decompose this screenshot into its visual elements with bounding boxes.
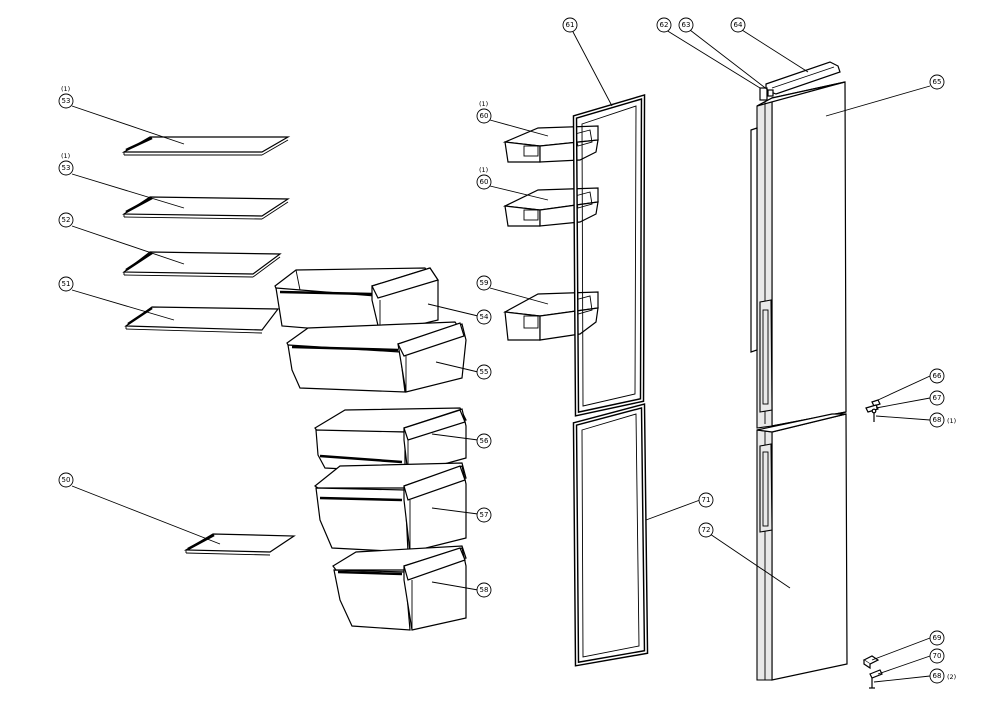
callout-60-upper: 60: [476, 108, 492, 124]
svg-text:52: 52: [62, 216, 71, 224]
callout-64: 64: [730, 17, 746, 33]
hinge-part-63: [767, 89, 774, 97]
svg-text:57: 57: [480, 511, 489, 519]
callout-51: 51: [58, 276, 74, 292]
svg-text:58: 58: [480, 586, 489, 594]
callout-60-lower: 60: [476, 174, 492, 190]
svg-text:71: 71: [702, 496, 711, 504]
note-68-upper: (1): [947, 417, 956, 425]
hinge-part-67: [865, 404, 879, 413]
callout-58: 58: [476, 582, 492, 598]
svg-text:60: 60: [480, 178, 489, 186]
svg-text:69: 69: [933, 634, 942, 642]
svg-text:55: 55: [480, 368, 489, 376]
svg-text:50: 50: [62, 476, 71, 484]
note-60-lower: (1): [479, 166, 488, 174]
glass-shelf-53-second: [122, 196, 290, 220]
drawer-57: [313, 462, 467, 553]
drawer-55: [286, 321, 467, 393]
hinge-part-70: [869, 669, 883, 679]
freezer-door-65: [750, 81, 847, 429]
leader-lines: [71, 29, 931, 683]
callout-69: 69: [929, 630, 945, 646]
drawer-58: [332, 545, 467, 631]
svg-text:54: 54: [480, 313, 489, 321]
drawer-54: [274, 267, 439, 335]
svg-text:64: 64: [734, 21, 743, 29]
callout-59: 59: [476, 275, 492, 291]
svg-text:51: 51: [62, 280, 71, 288]
hinge-pin-68-lower: [869, 678, 875, 689]
note-53-second: (1): [61, 152, 70, 160]
note-53-top: (1): [61, 85, 70, 93]
callout-50: 50: [58, 472, 74, 488]
callout-70: 70: [929, 648, 945, 664]
callout-53-second: 53: [58, 160, 74, 176]
svg-text:68: 68: [933, 672, 942, 680]
callout-61: 61: [562, 17, 578, 33]
hinge-pin-68-upper: [871, 408, 877, 422]
svg-text:65: 65: [933, 78, 942, 86]
fridge-door-72: [756, 413, 848, 681]
note-60-upper: (1): [479, 100, 488, 108]
callout-57: 57: [476, 507, 492, 523]
svg-text:60: 60: [480, 112, 489, 120]
door-bin-59: [503, 291, 599, 341]
svg-text:70: 70: [933, 652, 942, 660]
svg-text:53: 53: [62, 164, 71, 172]
glass-shelf-53-top: [121, 136, 291, 156]
door-gasket-61-upper: [572, 93, 646, 417]
callout-62: 62: [656, 17, 672, 33]
callout-68-upper: 68: [929, 412, 945, 428]
glass-shelf-50: [183, 533, 296, 556]
door-gasket-71-lower: [572, 403, 649, 667]
svg-text:68: 68: [933, 416, 942, 424]
svg-text:66: 66: [933, 372, 942, 380]
callout-71: 71: [698, 492, 714, 508]
note-68-lower: (2): [947, 673, 956, 681]
svg-text:61: 61: [566, 21, 575, 29]
svg-text:62: 62: [660, 21, 669, 29]
callout-53-top: 53: [58, 93, 74, 109]
drawer-56: [314, 407, 467, 475]
callout-52: 52: [58, 212, 74, 228]
svg-text:53: 53: [62, 97, 71, 105]
callout-63: 63: [678, 17, 694, 33]
hinge-part-62: [759, 87, 768, 101]
callout-65: 65: [929, 74, 945, 90]
callout-54: 54: [476, 309, 492, 325]
svg-text:59: 59: [480, 279, 489, 287]
svg-text:67: 67: [933, 394, 942, 402]
svg-text:56: 56: [480, 437, 489, 445]
glass-shelf-51: [124, 306, 280, 334]
callout-68-lower: 68: [929, 668, 945, 684]
svg-text:72: 72: [702, 526, 711, 534]
hinge-part-66: [871, 399, 881, 407]
callout-72: 72: [698, 522, 714, 538]
door-bin-60-upper: [502, 125, 599, 163]
callout-67: 67: [929, 390, 945, 406]
door-bin-60-lower: [502, 187, 599, 227]
callout-56: 56: [476, 433, 492, 449]
glass-shelf-52: [122, 251, 282, 278]
hinge-part-69: [862, 655, 880, 670]
callout-66: 66: [929, 368, 945, 384]
callout-55: 55: [476, 364, 492, 380]
svg-text:63: 63: [682, 21, 691, 29]
